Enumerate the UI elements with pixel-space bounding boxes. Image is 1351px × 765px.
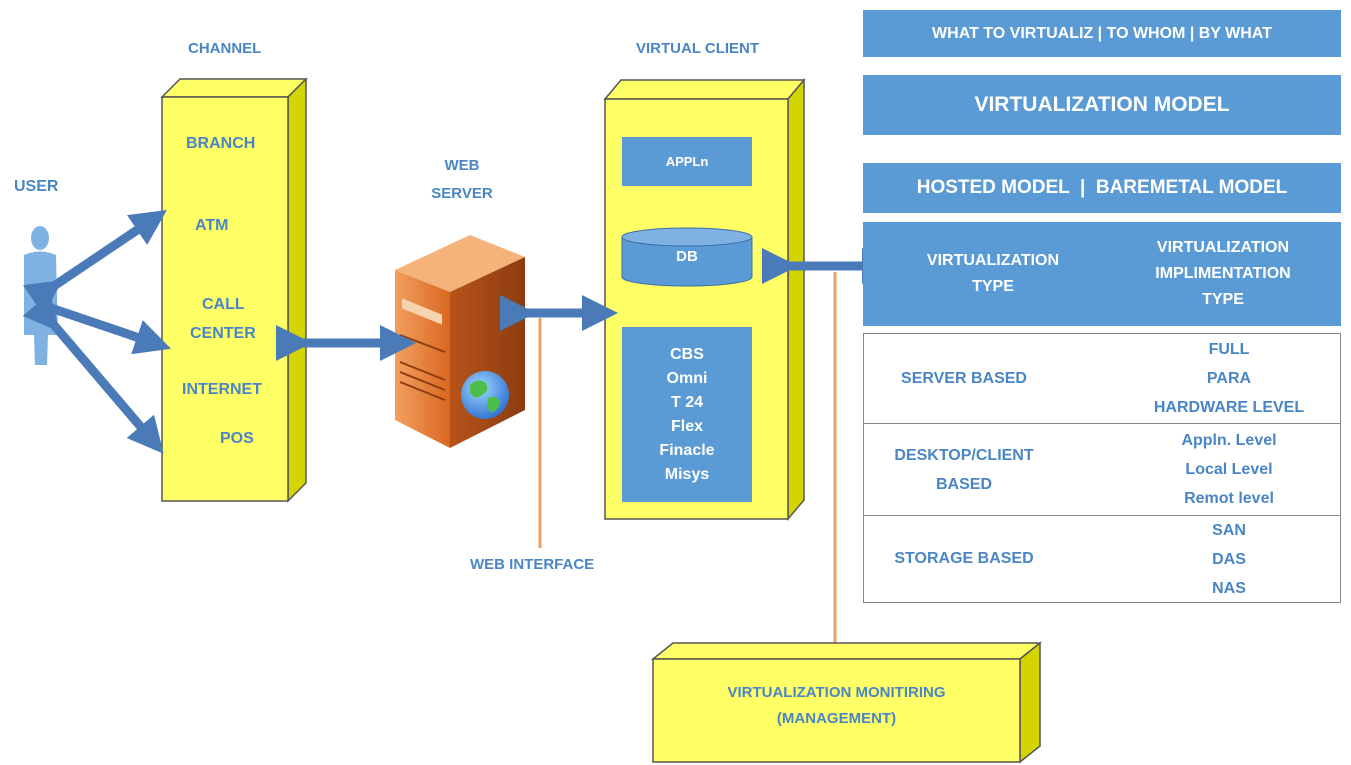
channel-box xyxy=(160,77,308,503)
user-figure-icon xyxy=(24,226,58,365)
impl-hardware-level: HARDWARE LEVEL xyxy=(1153,399,1305,416)
app-cbs: CBS xyxy=(670,345,704,363)
virtual-client-title: VIRTUAL CLIENT xyxy=(636,40,760,57)
app-omni: Omni xyxy=(666,369,708,387)
impl-appln-level: Appln. Level xyxy=(1181,432,1277,449)
virtualization-type-table: SERVER BASED FULL PARA HARDWARE LEVEL DE… xyxy=(863,333,1341,603)
banner-virtualization-model-text: VIRTUALIZATION MODEL xyxy=(974,93,1230,116)
impl-san: SAN xyxy=(1212,521,1246,539)
impl-das: DAS xyxy=(1212,550,1246,568)
arrow-user-atm xyxy=(23,209,167,315)
monitoring-label-line2: (MANAGEMENT) xyxy=(776,710,897,727)
banner-hosted-baremetal: HOSTED MODEL | BAREMETAL MODEL xyxy=(863,163,1341,213)
banner-what-whom-bywhat: WHAT TO VIRTUALIZ | TO WHOM | BY WHAT xyxy=(863,10,1341,57)
db-cylinder xyxy=(621,227,753,287)
user-label: USER xyxy=(14,178,59,195)
impl-remot-level: Remot level xyxy=(1184,490,1274,507)
arrow-user-pos xyxy=(22,292,164,454)
type-name-storage-text: STORAGE BASED xyxy=(894,550,1034,567)
app-finacle: Finacle xyxy=(659,441,715,459)
banner-hosted-baremetal-text: HOSTED MODEL | BAREMETAL MODEL xyxy=(916,177,1288,198)
header-implementation-type: VIRTUALIZATION IMPLIMENTATION TYPE xyxy=(1123,235,1323,313)
banner-what-whom-bywhat-text: WHAT TO VIRTUALIZ | TO WHOM | BY WHAT xyxy=(932,24,1272,42)
appln-label: APPLn xyxy=(665,154,709,169)
impl-para: PARA xyxy=(1206,370,1252,387)
apps-box: CBS Omni T 24 Flex Finacle Misys xyxy=(622,327,752,502)
web-server-label-line1: WEB xyxy=(444,157,480,174)
type-impl-storage: SAN DAS NAS xyxy=(1124,516,1334,602)
type-name-server: SERVER BASED xyxy=(864,334,1064,423)
monitoring-box xyxy=(650,641,1043,764)
channel-item-atm: ATM xyxy=(195,217,229,234)
monitoring-label-line1: VIRTUALIZATION MONITIRING xyxy=(727,684,946,701)
impl-full: FULL xyxy=(1208,341,1250,358)
type-row-server: SERVER BASED FULL PARA HARDWARE LEVEL xyxy=(864,334,1340,424)
app-flex: Flex xyxy=(670,417,703,435)
impl-nas: NAS xyxy=(1212,579,1246,597)
db-label: DB xyxy=(676,248,698,265)
type-impl-desktop: Appln. Level Local Level Remot level xyxy=(1124,424,1334,515)
type-row-storage: STORAGE BASED SAN DAS NAS xyxy=(864,516,1340,602)
header-impl-line2: IMPLIMENTATION xyxy=(1155,265,1291,282)
app-t24: T 24 xyxy=(670,393,703,411)
web-server-icon xyxy=(395,235,525,448)
globe-icon xyxy=(461,371,509,419)
channel-item-center: CENTER xyxy=(190,325,256,342)
banner-virtualization-model: VIRTUALIZATION MODEL xyxy=(863,75,1341,135)
channel-title: CHANNEL xyxy=(188,40,262,57)
impl-local-level: Local Level xyxy=(1185,461,1273,478)
type-impl-server: FULL PARA HARDWARE LEVEL xyxy=(1124,334,1334,423)
header-type-line1: VIRTUALIZATION xyxy=(926,252,1060,269)
header-impl-line1: VIRTUALIZATION xyxy=(1156,239,1290,256)
type-row-desktop: DESKTOP/CLIENT BASED Appln. Level Local … xyxy=(864,424,1340,516)
channel-item-internet: INTERNET xyxy=(182,381,262,398)
header-type-line2: TYPE xyxy=(972,278,1014,295)
channel-item-branch: BRANCH xyxy=(186,135,256,152)
header-virtualization-type: VIRTUALIZATION TYPE xyxy=(863,248,1123,300)
web-server-label-line2: SERVER xyxy=(431,185,493,202)
app-misys: Misys xyxy=(664,465,710,483)
type-name-desktop-line2: BASED xyxy=(935,475,992,493)
channel-item-pos: POS xyxy=(220,430,254,447)
type-name-desktop: DESKTOP/CLIENT BASED xyxy=(864,424,1064,515)
channel-item-call: CALL xyxy=(202,296,245,313)
type-name-storage: STORAGE BASED xyxy=(864,516,1064,602)
web-interface-label: WEB INTERFACE xyxy=(470,556,595,573)
type-header: VIRTUALIZATION TYPE VIRTUALIZATION IMPLI… xyxy=(863,222,1341,326)
appln-box: APPLn xyxy=(622,137,752,186)
type-name-server-text: SERVER BASED xyxy=(901,369,1027,387)
header-impl-line3: TYPE xyxy=(1202,291,1244,308)
type-name-desktop-line1: DESKTOP/CLIENT xyxy=(894,446,1034,464)
